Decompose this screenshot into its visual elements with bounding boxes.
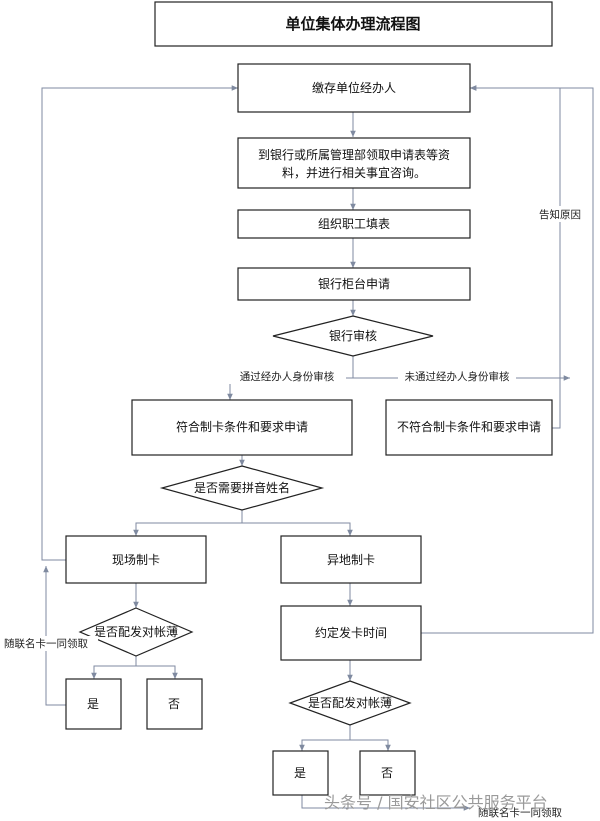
step1-label: 缴存单位经办人	[312, 80, 396, 95]
schedule-label: 约定发卡时间	[315, 625, 387, 640]
arrow-right-yes	[299, 725, 351, 751]
decision3-left-diamond	[78, 607, 194, 657]
step1-box	[237, 63, 471, 113]
title-box	[154, 1, 553, 47]
no-right-label: 否	[381, 766, 393, 780]
offsite-label: 异地制卡	[327, 553, 375, 567]
arrow-left-yes-return	[43, 566, 66, 706]
decision1-label: 银行审核	[329, 328, 377, 343]
arrow-right-no	[350, 739, 391, 751]
receive-left-label: 随联名卡一同领取	[4, 637, 88, 650]
yes-right-box	[272, 750, 329, 796]
schedule-box	[280, 605, 422, 661]
decision1-diamond	[272, 315, 434, 357]
arrow-left-no	[136, 665, 178, 679]
arrow-offsite	[242, 522, 353, 536]
step3-box	[237, 209, 471, 239]
step2-box	[237, 137, 471, 189]
step4-box	[237, 267, 471, 301]
notify-label: 告知原因	[539, 208, 581, 221]
pass-label-bg	[228, 368, 346, 384]
yes-left-label: 是	[87, 697, 99, 711]
receive-right-label: 随联名卡一同领取	[478, 806, 562, 819]
fail-label: 未通过经办人身份审核	[405, 370, 510, 383]
no-right-box	[359, 750, 416, 796]
decision3-right-diamond	[288, 680, 412, 726]
onsite-box	[65, 535, 207, 584]
receive-left-label-bg	[2, 636, 98, 651]
step2-label-line2: 料，并进行相关事宜咨询。	[282, 165, 426, 180]
step3-label: 组织职工填表	[318, 217, 390, 231]
qualified-box	[131, 399, 353, 456]
decision3-left-label: 是否配发对帐薄	[94, 624, 178, 639]
yes-left-box	[65, 678, 122, 730]
decision2-label: 是否需要拼音姓名	[194, 480, 290, 495]
page-title: 单位集体办理流程图	[285, 15, 420, 33]
no-left-box	[146, 678, 203, 730]
no-left-label: 否	[168, 697, 180, 711]
arrow-onsite-return	[41, 85, 238, 561]
unqualified-label: 不符合制卡条件和要求申请	[397, 419, 541, 434]
arrow-left-yes	[91, 656, 137, 679]
onsite-label: 现场制卡	[112, 553, 160, 567]
arrow-schedule-return	[420, 85, 594, 634]
decision3-right-label: 是否配发对帐薄	[308, 695, 392, 710]
notify-label-bg	[540, 206, 580, 222]
offsite-box	[280, 535, 422, 584]
arrow-right-yes-receive	[301, 795, 470, 811]
qualified-label: 符合制卡条件和要求申请	[176, 419, 308, 434]
decision2-diamond	[159, 465, 325, 511]
connectors	[41, 85, 594, 811]
pass-label: 通过经办人身份审核	[240, 370, 335, 383]
yes-right-label: 是	[294, 766, 306, 780]
step4-label: 银行柜台申请	[318, 276, 390, 291]
fail-label-bg	[398, 368, 516, 384]
arrow-onsite	[133, 510, 243, 536]
unqualified-box	[385, 399, 553, 456]
watermark: 头条号 / 国安社区公共服务平台	[324, 793, 548, 812]
step2-label-line1: 到银行或所属管理部领取申请表等资	[258, 147, 450, 162]
